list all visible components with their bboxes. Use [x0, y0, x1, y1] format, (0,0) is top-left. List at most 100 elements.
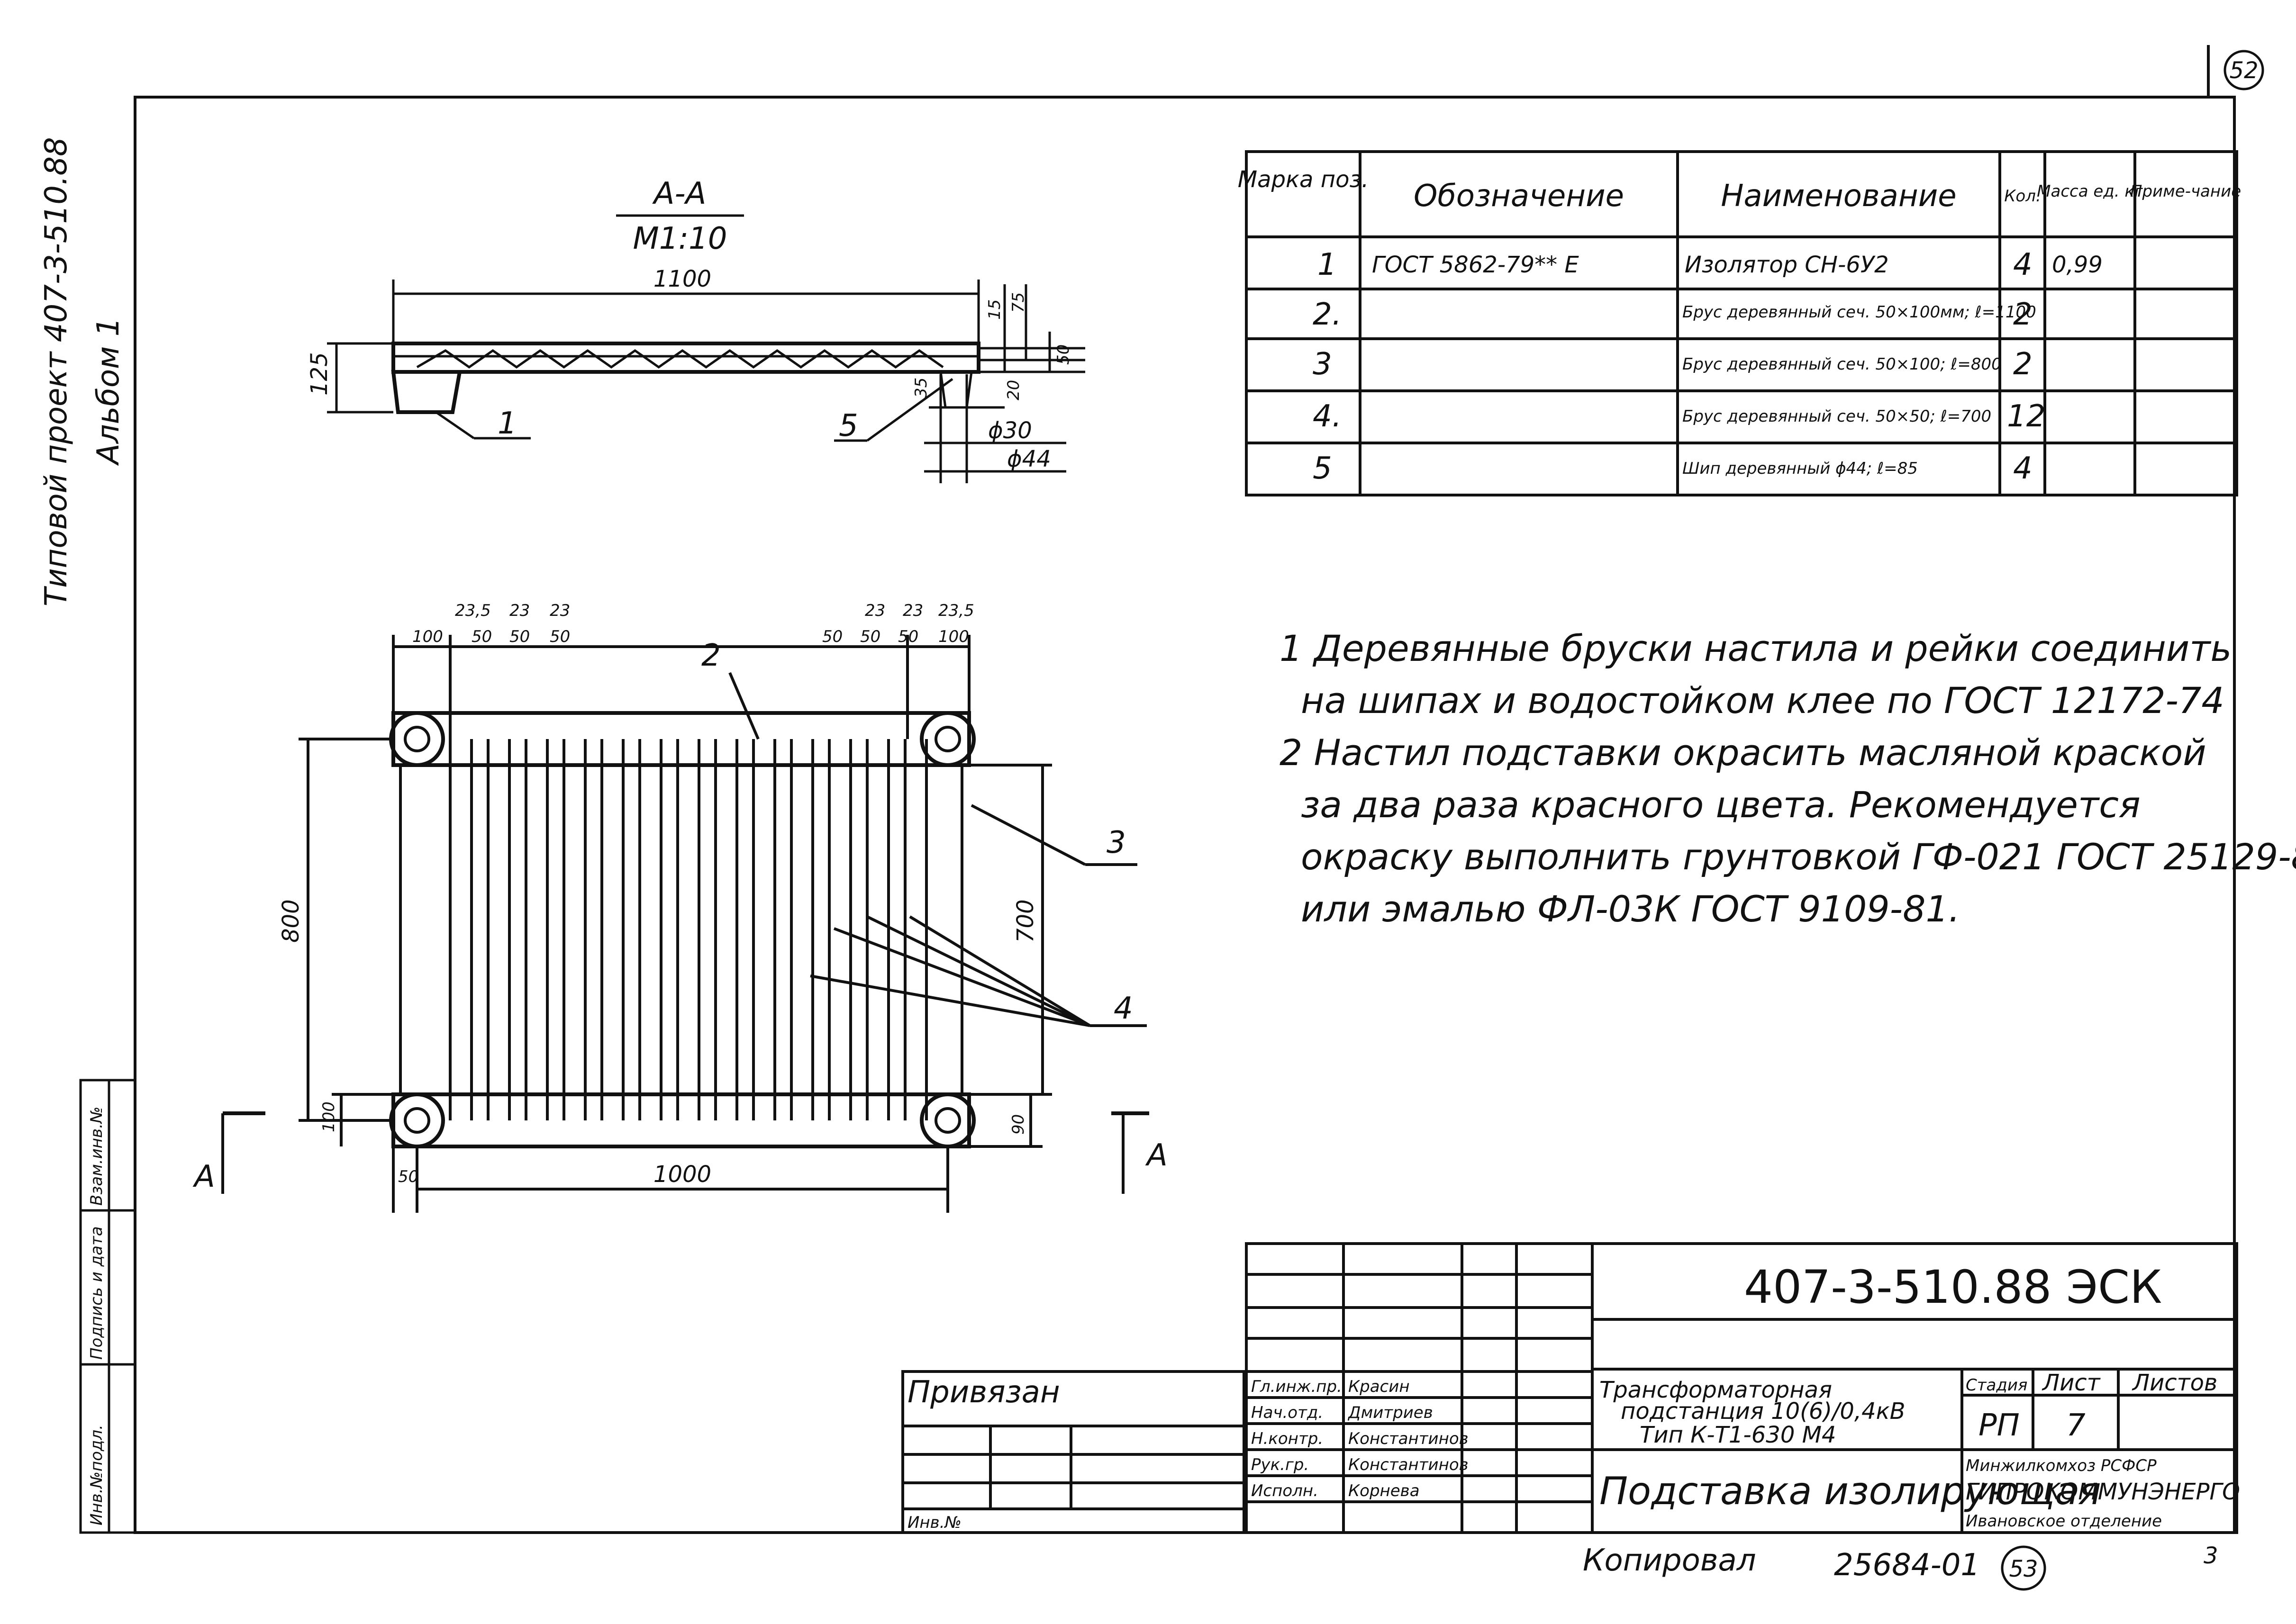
copied-label: Копировал — [1583, 1543, 1756, 1578]
row2-name: Брус деревянный сеч. 50×100мм; ℓ=1100 — [1682, 303, 2036, 322]
side-stamp: Типовой проект 407-3-510.88 Альбом 1 — [39, 137, 126, 606]
footer: Копировал 25684-01 53 3 — [1583, 1543, 2218, 1591]
dim-section-50: 50 — [1054, 344, 1073, 365]
dim-50-r3: 50 — [898, 627, 918, 646]
cut-mark-right: А — [1145, 1138, 1168, 1173]
note-line-3: 2 Настил подставки окрасить масляной кра… — [1280, 731, 2206, 774]
dim-plan-800: 800 — [278, 899, 304, 943]
note-line-5: окраску выполнить грунтовкой ГФ-021 ГОСТ… — [1301, 836, 2296, 878]
staff-role-5: Исполн. — [1251, 1481, 1318, 1500]
dim-100-right: 100 — [938, 627, 969, 646]
dim-section-20: 20 — [1004, 380, 1023, 400]
privyazan-label: Привязан — [908, 1375, 1060, 1410]
staff-name-4: Константинов — [1348, 1455, 1469, 1474]
dim-phi44: ϕ44 — [1007, 446, 1051, 472]
row4-qty: 12 — [2007, 399, 2045, 434]
dim-plan-100: 100 — [319, 1101, 338, 1132]
section-scale: М1:10 — [633, 221, 727, 256]
project-title-1: Трансформаторная — [1599, 1377, 1832, 1403]
row2-mark: 2. — [1313, 297, 1342, 332]
staff-role-4: Рук.гр. — [1251, 1455, 1309, 1474]
top-beam — [391, 711, 971, 767]
org-line-1: Минжилкомхоз РСФСР — [1966, 1456, 2157, 1475]
dim-100-left: 100 — [412, 627, 443, 646]
row3-name: Брус деревянный сеч. 50×100; ℓ=800 — [1682, 355, 2002, 374]
hdr-mass: Масса ед. кг — [2037, 182, 2143, 201]
section-name: А-А — [652, 176, 707, 211]
hdr-name: Наименование — [1721, 179, 1956, 214]
dim-section-height: 125 — [306, 352, 333, 396]
row4-name: Брус деревянный сеч. 50×50; ℓ=700 — [1682, 407, 1991, 426]
row3-mark: 3 — [1313, 347, 1332, 382]
plan-pos-4: 4 — [1114, 991, 1133, 1026]
dim-section-35: 35 — [912, 378, 931, 398]
sheet-number-circle: 52 — [2223, 50, 2264, 90]
bottom-beam — [391, 1092, 971, 1148]
plan-pos-3: 3 — [1107, 825, 1126, 860]
row2-qty: 2 — [2013, 297, 2033, 332]
drawing-title: Подставка изолирующая — [1599, 1469, 2101, 1513]
cut-mark-left: А — [192, 1159, 215, 1194]
staff-name-1: Красин — [1348, 1377, 1410, 1396]
row1-name: Изолятор СН-6У2 — [1685, 252, 1889, 278]
slats — [449, 739, 928, 1120]
dim-section-75: 75 — [1009, 292, 1028, 313]
order-number: 25684-01 — [1834, 1548, 1980, 1583]
section-pos-5: 5 — [839, 408, 858, 443]
project-title-3: Тип К-Т1-630 М4 — [1640, 1422, 1836, 1448]
stage-value: РП — [1978, 1408, 2020, 1443]
section-view: А-А М1:10 — [306, 176, 1085, 483]
dim-50-r1: 50 — [822, 627, 843, 646]
row5-name: Шип деревянный ϕ44; ℓ=85 — [1682, 459, 1918, 478]
title-block: Привязан Инв.№ Гл.инж.пр. Красин Нач.отд… — [901, 1242, 2240, 1534]
row1-mass: 0,99 — [2052, 252, 2103, 278]
dim-section-length: 1100 — [653, 266, 711, 292]
dim-50-l1: 50 — [472, 627, 492, 646]
section-pos-1: 1 — [498, 406, 517, 441]
staff-role-2: Нач.отд. — [1251, 1403, 1323, 1422]
org-line-3: Ивановское отделение — [1966, 1512, 2162, 1531]
dim-23-left-a: 23 — [509, 601, 530, 620]
hdr-qty: Кол. — [2004, 187, 2041, 206]
dim-50-l2: 50 — [509, 627, 530, 646]
project-title-2: подстанция 10(6)/0,4кВ — [1621, 1398, 1906, 1425]
hdr-designation: Обозначение — [1414, 179, 1624, 214]
row1-qty: 4 — [2013, 247, 2033, 282]
plan-view: 23,5 23 23 23 23 23,5 100 50 50 50 50 50… — [192, 601, 1168, 1213]
note-line-4: за два раза красного цвета. Рекомендуетс… — [1301, 784, 2141, 826]
dim-235-left: 23,5 — [455, 601, 491, 620]
notes: 1 Деревянные бруски настила и рейки соед… — [1280, 627, 2296, 930]
stage-header: Стадия — [1966, 1376, 2027, 1395]
row5-qty: 4 — [2013, 451, 2033, 486]
staff-role-1: Гл.инж.пр. — [1251, 1377, 1342, 1396]
hdr-mark: Марка поз. — [1238, 166, 1369, 193]
vzam-inv-label: Взам.инв.№ — [87, 1107, 106, 1206]
sheet-header: Лист — [2042, 1370, 2101, 1396]
staff-name-2: Дмитриев — [1347, 1403, 1433, 1422]
dim-23-right-b: 23 — [903, 601, 923, 620]
dim-plan-90: 90 — [1009, 1114, 1028, 1135]
row5-mark: 5 — [1313, 451, 1332, 486]
row4-mark: 4. — [1313, 399, 1342, 434]
dim-50-r2: 50 — [860, 627, 880, 646]
staff-role-3: Н.контр. — [1251, 1429, 1323, 1448]
staff-name-3: Константинов — [1348, 1429, 1469, 1448]
hdr-note: Приме-чание — [2130, 182, 2241, 201]
staff-name-5: Корнева — [1348, 1481, 1420, 1500]
sheets-header: Листов — [2132, 1370, 2217, 1396]
side-stamp-line2: Альбом 1 — [91, 317, 126, 466]
row1-mark: 1 — [1317, 247, 1337, 282]
sheet-number-top: 52 — [2229, 57, 2258, 84]
side-stamp-line1: Типовой проект 407-3-510.88 — [39, 137, 74, 606]
inv-podl-label: Инв.№подл. — [87, 1425, 106, 1525]
inv-label: Инв.№ — [908, 1513, 962, 1532]
dim-section-15: 15 — [985, 299, 1004, 320]
dim-23-right-a: 23 — [865, 601, 885, 620]
dim-phi30: ϕ30 — [988, 417, 1032, 444]
dim-235-right: 23,5 — [938, 601, 974, 620]
drawing-code: 407-3-510.88 ЭСК — [1744, 1261, 2162, 1314]
note-line-6: или эмалью ФЛ-03К ГОСТ 9109-81. — [1301, 888, 1960, 930]
note-line-1: 1 Деревянные бруски настила и рейки соед… — [1280, 627, 2232, 669]
